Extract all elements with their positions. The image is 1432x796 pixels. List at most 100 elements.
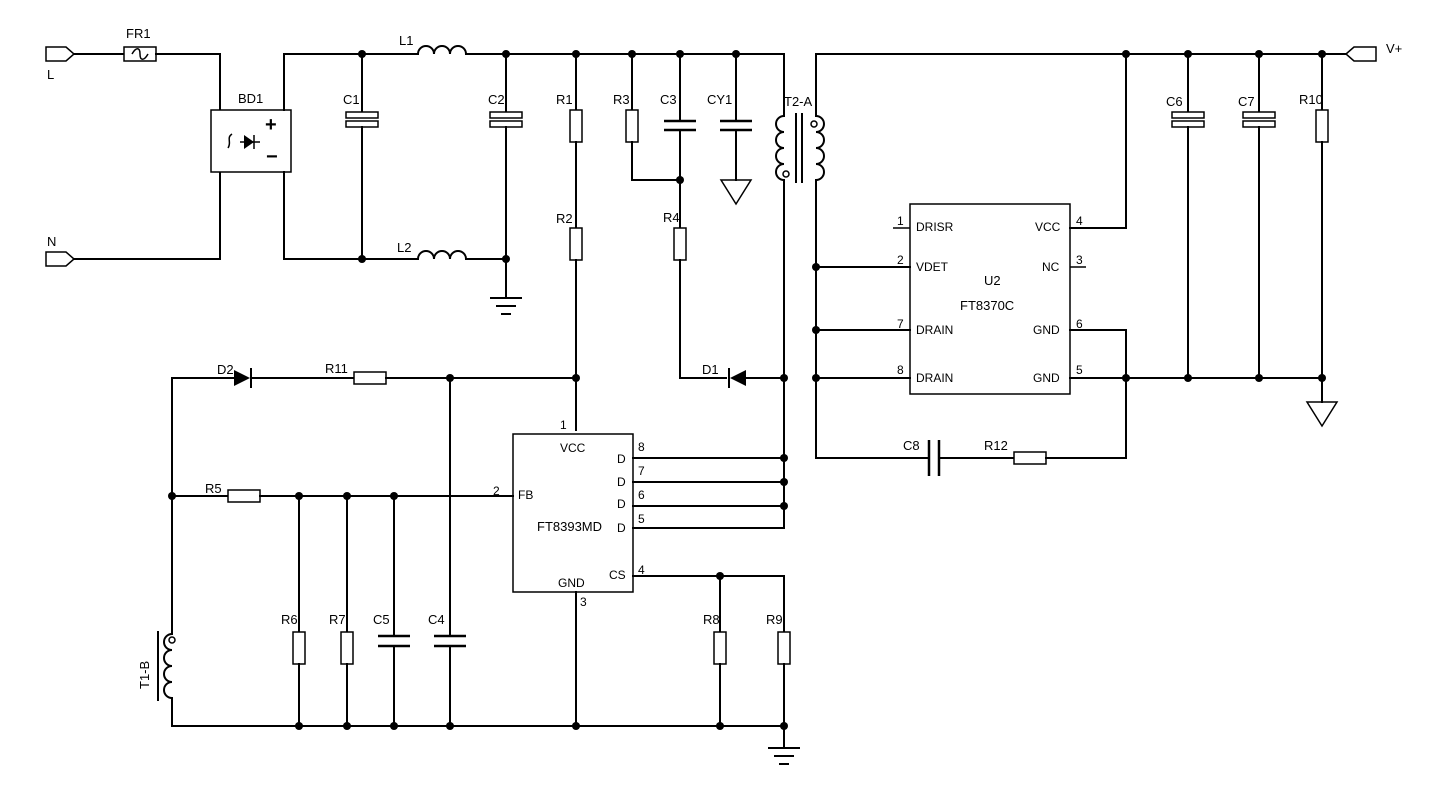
resistor-r12 (1013, 451, 1047, 465)
aux-section: D2 R11 C4 T1-B R5 R6 (137, 361, 800, 765)
output-connector (1344, 46, 1377, 62)
u2-pin-drain7: DRAIN (916, 323, 953, 337)
resistor-r6 (292, 631, 306, 665)
u2-pin-nc: NC (1042, 260, 1060, 274)
inductor-l1 (416, 45, 468, 56)
t1b-winding (163, 632, 174, 700)
ground-icon (768, 747, 800, 765)
u1-pin3-num: 3 (580, 595, 587, 609)
u2-pin-drain8: DRAIN (916, 371, 953, 385)
u1-name: FT8393MD (537, 519, 602, 534)
u1-pin-d7: D (617, 475, 626, 489)
u2-ref: U2 (984, 273, 1001, 288)
r11-label: R11 (325, 361, 348, 376)
u1-pin-d8: D (617, 452, 626, 466)
resistor-r10 (1315, 109, 1329, 143)
capacitor-c7-top (1242, 111, 1276, 119)
l2-label: L2 (397, 240, 411, 255)
diode-d2 (234, 370, 250, 386)
c5-label: C5 (373, 612, 390, 627)
startup-section: R1 R2 R3 C3 R4 D1 CY1 (556, 50, 785, 431)
ground-triangle-icon (719, 179, 753, 206)
u1-pin6-num: 6 (638, 488, 645, 502)
live-label: L (47, 67, 54, 82)
u2-body (909, 203, 1071, 395)
resistor-r7 (340, 631, 354, 665)
r7-label: R7 (329, 612, 346, 627)
u2-name: FT8370C (960, 298, 1014, 313)
c1-label: C1 (343, 92, 360, 107)
resistor-r2 (569, 227, 583, 261)
u2-pin-vcc: VCC (1035, 220, 1061, 234)
snubber-section: C8 R12 (815, 438, 1127, 476)
resistor-r5 (227, 489, 261, 503)
r1-label: R1 (556, 92, 573, 107)
neutral-label: N (47, 234, 56, 249)
r3-label: R3 (613, 92, 630, 107)
bridge-minus: − (266, 146, 278, 168)
diode-d1 (730, 370, 746, 386)
c4-label: C4 (428, 612, 445, 627)
u2-pin8-num: 8 (897, 363, 904, 377)
u1-pin-gnd: GND (558, 576, 585, 590)
u1-pin5-num: 5 (638, 512, 645, 526)
u1-pin7-num: 7 (638, 464, 645, 478)
u1-pin8-num: 8 (638, 440, 645, 454)
t2a-label: T2-A (784, 94, 813, 109)
output-section: C6 C7 R10 V+ (1122, 41, 1402, 428)
r12-label: R12 (984, 438, 1008, 453)
resistor-r11 (353, 371, 387, 385)
u2-pin3-num: 3 (1076, 253, 1083, 267)
bridge-plus: + (265, 114, 277, 136)
u2-pin6-num: 6 (1076, 317, 1083, 331)
t2a-primary-winding (775, 114, 786, 182)
u1-pin-d6: D (617, 497, 626, 511)
d1-label: D1 (702, 362, 719, 377)
u2-pin5-num: 5 (1076, 363, 1083, 377)
r9-label: R9 (766, 612, 783, 627)
r4-label: R4 (663, 210, 680, 225)
t2a-secondary-winding (814, 114, 825, 182)
d2-label: D2 (217, 362, 234, 377)
r8-label: R8 (703, 612, 720, 627)
ground-triangle-icon (1305, 401, 1339, 428)
output-label: V+ (1386, 41, 1402, 56)
capacitor-c6-top (1171, 111, 1205, 119)
ic-u2: U2 FT8370C DRISR 1 VDET 2 DRAIN 7 DRAIN … (812, 53, 1323, 459)
u2-pin4-num: 4 (1076, 214, 1083, 228)
capacitor-c1-top (345, 111, 379, 119)
t1b-label: T1-B (137, 661, 152, 689)
bd1-label: BD1 (238, 91, 263, 106)
u2-pin-gnd6: GND (1033, 323, 1060, 337)
u2-pin1-num: 1 (897, 214, 904, 228)
u1-pin-fb: FB (518, 488, 533, 502)
u2-pin2-num: 2 (897, 253, 904, 267)
u1-body (512, 433, 634, 593)
resistor-r9 (777, 631, 791, 665)
input-section: L N FR1 BD1 + − C1 (45, 26, 785, 315)
l1-label: L1 (399, 33, 413, 48)
u2-pin7-num: 7 (897, 317, 904, 331)
c3-label: C3 (660, 92, 677, 107)
r10-label: R10 (1299, 92, 1323, 107)
resistor-r1 (569, 109, 583, 143)
u2-pin-gnd5: GND (1033, 371, 1060, 385)
inductor-l2 (416, 250, 468, 261)
c6-label: C6 (1166, 94, 1183, 109)
resistor-r4 (673, 227, 687, 261)
r6-label: R6 (281, 612, 298, 627)
ic-u1: FT8393MD VCC 1 FB 2 GND 3 CS 4 D 8 D 7 D… (493, 374, 788, 727)
u1-pin4-num: 4 (638, 563, 645, 577)
neutral-connector (45, 251, 76, 267)
u1-pin-d5: D (617, 521, 626, 535)
u1-pin2-num: 2 (493, 484, 500, 498)
r5-label: R5 (205, 481, 222, 496)
u2-pin-vdet: VDET (916, 260, 949, 274)
ground-icon (490, 297, 522, 315)
c8-label: C8 (903, 438, 920, 453)
u2-pin-drisr: DRISR (916, 220, 954, 234)
c7-label: C7 (1238, 94, 1255, 109)
u1-pin1-num: 1 (560, 418, 567, 432)
resistor-r3 (625, 109, 639, 143)
